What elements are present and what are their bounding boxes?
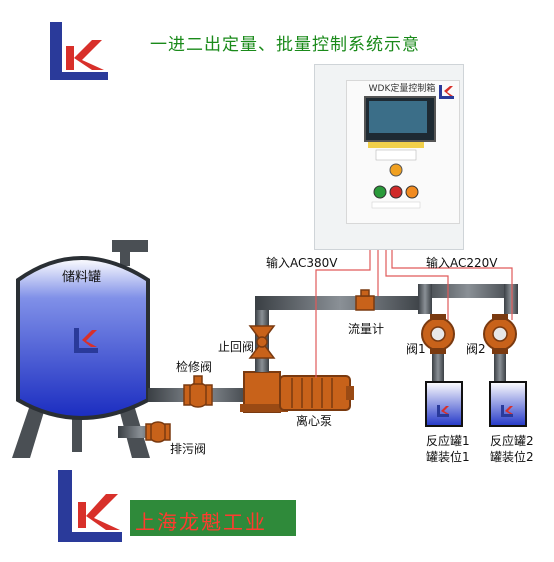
- label-drain-valve: 排污阀: [170, 442, 207, 456]
- company-banner: [130, 500, 296, 536]
- label-valve-1: 阀1: [406, 342, 426, 356]
- label-input-380v: 输入AC380V: [266, 256, 338, 270]
- tank-nozzle: [112, 240, 148, 266]
- check-valve: [248, 325, 276, 359]
- label-reactor-1-a: 反应罐1: [426, 434, 470, 448]
- label-reactor-2-b: 罐装位2: [490, 450, 534, 464]
- signal-wires: [315, 248, 513, 378]
- logo-icon: [50, 22, 108, 80]
- reactor-tank-2: [489, 381, 527, 427]
- flowmeter: [355, 289, 375, 311]
- drain-valve: [145, 421, 171, 443]
- reactor-1-logo-icon: [437, 405, 449, 417]
- diagram-title: 一进二出定量、批量控制系统示意: [150, 35, 420, 55]
- label-pump: 离心泵: [296, 414, 333, 428]
- label-check-valve: 止回阀: [218, 340, 255, 354]
- panel-controls: [368, 142, 424, 209]
- label-valve-2: 阀2: [466, 342, 486, 356]
- service-valve: [183, 375, 213, 408]
- valve-2-icon: [483, 314, 517, 354]
- company-name: 上海龙魁工业: [135, 510, 267, 534]
- label-storage-tank: 储料罐: [62, 270, 102, 285]
- valve-1-icon: [421, 314, 455, 354]
- label-reactor-2-a: 反应罐2: [490, 434, 534, 448]
- storage-tank: [16, 256, 150, 420]
- reactor-tank-1: [425, 381, 463, 427]
- orange-button-icon: [405, 185, 419, 199]
- panel-logo-icon: [439, 85, 454, 99]
- footer-logo-icon: [58, 470, 122, 542]
- label-reactor-1-b: 罐装位1: [426, 450, 470, 464]
- selector-knob-icon: [389, 163, 403, 177]
- green-button-icon: [373, 185, 387, 199]
- display-screen-glass: [369, 101, 427, 133]
- discharge-pipe: [255, 296, 425, 310]
- centrifugal-pump: [240, 371, 354, 413]
- tank-logo-icon: [74, 328, 98, 353]
- reactor-2-logo-icon: [501, 405, 513, 417]
- manifold-pipe: [418, 284, 518, 298]
- label-input-220v: 输入AC220V: [426, 256, 498, 270]
- red-button-icon: [389, 185, 403, 199]
- label-service-valve: 检修阀: [176, 360, 213, 374]
- control-box-title: WDK定量控制箱: [368, 84, 436, 94]
- label-flowmeter: 流量计: [348, 322, 385, 336]
